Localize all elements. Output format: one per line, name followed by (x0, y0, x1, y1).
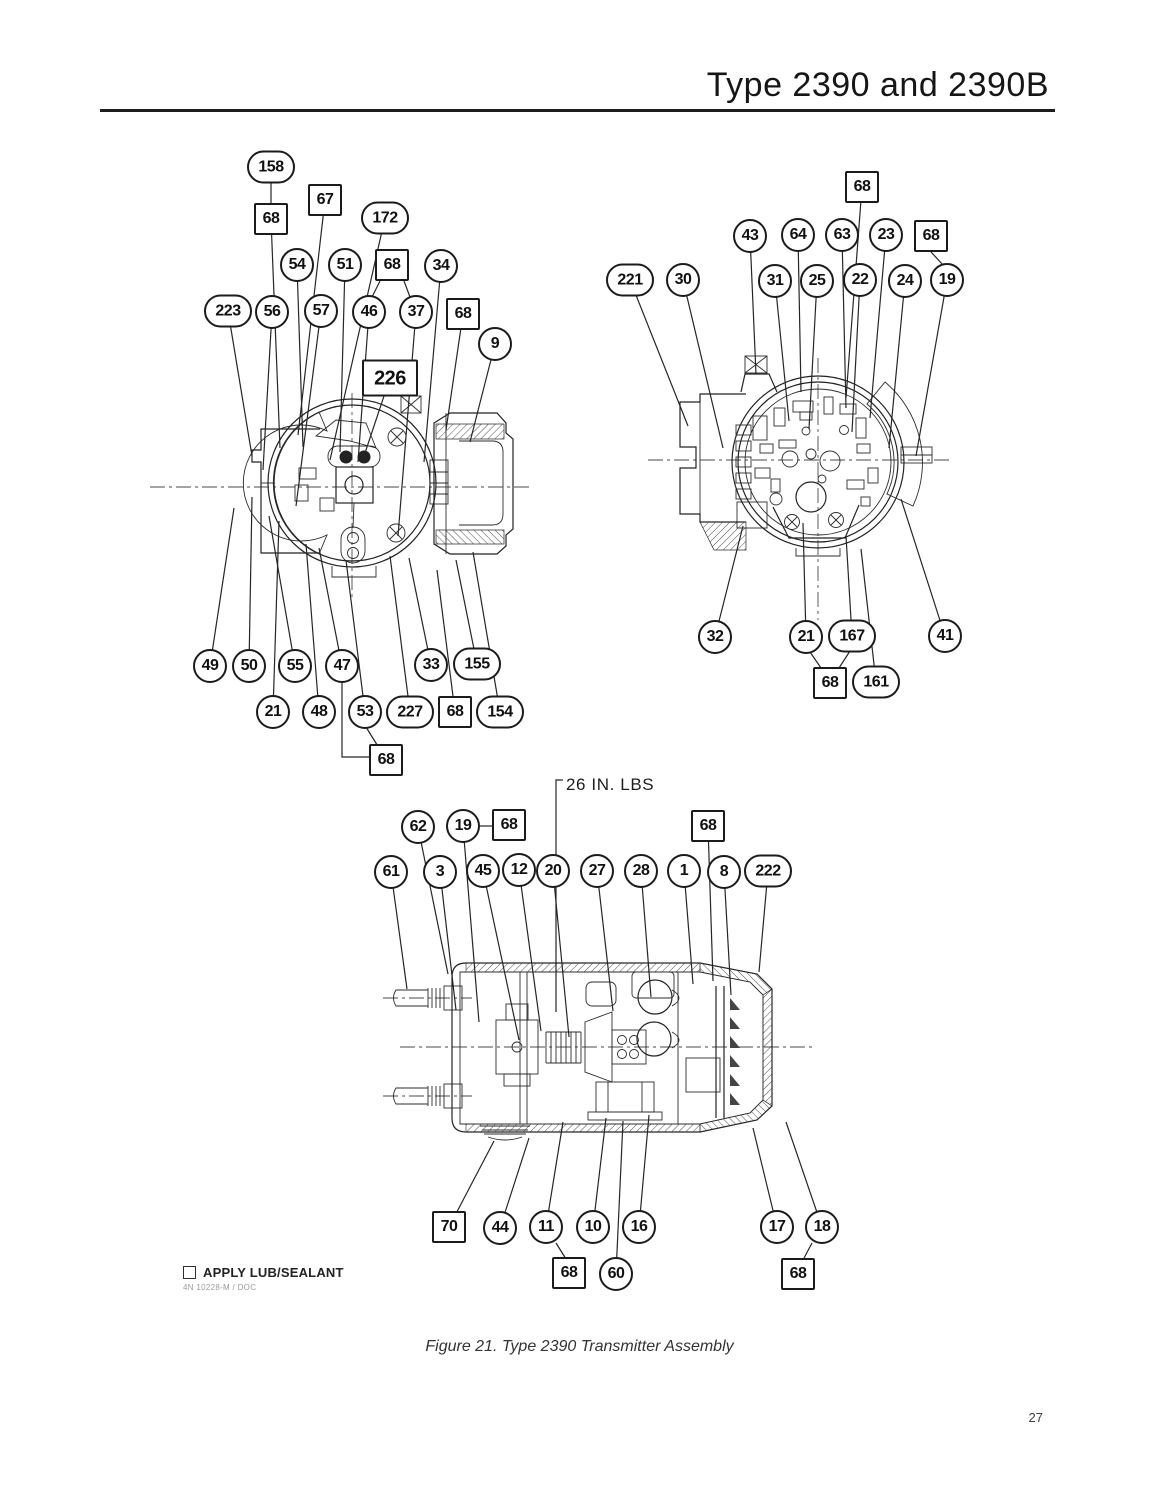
callout-223: 223 (204, 294, 252, 328)
callout-155: 155 (453, 647, 501, 681)
callout-54: 54 (280, 248, 314, 282)
callout-20: 20 (536, 854, 570, 888)
legend-doc-ref: 4N 10228-M / DOC (183, 1283, 257, 1292)
callout-28: 28 (624, 854, 658, 888)
callout-227: 227 (386, 695, 434, 729)
callout-68: 68 (492, 809, 526, 841)
callout-24: 24 (888, 264, 922, 298)
callout-21: 21 (789, 620, 823, 654)
callout-68: 68 (845, 171, 879, 203)
callout-50: 50 (232, 649, 266, 683)
callout-68: 68 (914, 220, 948, 252)
bolt-lower (393, 1083, 463, 1109)
callout-43: 43 (733, 219, 767, 253)
callout-9: 9 (478, 327, 512, 361)
callout-8: 8 (707, 855, 741, 889)
callout-68: 68 (813, 667, 847, 699)
callout-18: 18 (805, 1210, 839, 1244)
callout-31: 31 (758, 264, 792, 298)
right-assembly-drawing (648, 355, 952, 620)
callout-60: 60 (599, 1257, 633, 1291)
callout-68: 68 (369, 744, 403, 776)
callout-3: 3 (423, 855, 457, 889)
callout-33: 33 (414, 648, 448, 682)
callout-68: 68 (781, 1258, 815, 1290)
callout-32: 32 (698, 620, 732, 654)
torque-note: 26 IN. LBS (566, 775, 655, 794)
callout-45: 45 (466, 854, 500, 888)
callout-37: 37 (399, 295, 433, 329)
left-assembly-drawing (150, 393, 530, 600)
callout-19: 19 (930, 263, 964, 297)
callout-158: 158 (247, 150, 295, 184)
callout-10: 10 (576, 1210, 610, 1244)
callout-57: 57 (304, 294, 338, 328)
callout-11: 11 (529, 1210, 563, 1244)
callout-167: 167 (828, 619, 876, 653)
callout-53: 53 (348, 695, 382, 729)
callout-67: 67 (308, 184, 342, 216)
callout-68: 68 (552, 1257, 586, 1289)
callout-48: 48 (302, 695, 336, 729)
callout-51: 51 (328, 248, 362, 282)
callout-17: 17 (760, 1210, 794, 1244)
page-number: 27 (1028, 1410, 1043, 1425)
legend-label: APPLY LUB/SEALANT (203, 1265, 344, 1280)
callout-68: 68 (691, 810, 725, 842)
callout-21: 21 (256, 695, 290, 729)
callout-46: 46 (352, 295, 386, 329)
callout-61: 61 (374, 855, 408, 889)
callout-62: 62 (401, 810, 435, 844)
callout-23: 23 (869, 218, 903, 252)
legend: APPLY LUB/SEALANT 4N 10228-M / DOC (183, 1265, 344, 1292)
callout-44: 44 (483, 1211, 517, 1245)
callout-34: 34 (424, 249, 458, 283)
callout-161: 161 (852, 665, 900, 699)
callout-222: 222 (744, 854, 792, 888)
callout-27: 27 (580, 854, 614, 888)
callout-56: 56 (255, 295, 289, 329)
callout-63: 63 (825, 218, 859, 252)
callout-64: 64 (781, 218, 815, 252)
leader-lines (209, 167, 948, 1275)
callout-41: 41 (928, 619, 962, 653)
callout-22: 22 (843, 263, 877, 297)
callout-16: 16 (622, 1210, 656, 1244)
callout-154: 154 (476, 695, 524, 729)
callout-68: 68 (438, 696, 472, 728)
callout-1: 1 (667, 854, 701, 888)
callout-68: 68 (254, 203, 288, 235)
callout-172: 172 (361, 201, 409, 235)
bottom-assembly-drawing (383, 962, 815, 1141)
callout-221: 221 (606, 263, 654, 297)
bolt-upper (393, 985, 463, 1011)
callout-25: 25 (800, 264, 834, 298)
callout-49: 49 (193, 649, 227, 683)
callout-55: 55 (278, 649, 312, 683)
title-rule (100, 109, 1055, 112)
callout-226: 226 (362, 359, 418, 397)
callout-68: 68 (375, 249, 409, 281)
callout-68: 68 (446, 298, 480, 330)
figure-caption: Figure 21. Type 2390 Transmitter Assembl… (425, 1338, 734, 1355)
legend-checkbox-icon (183, 1266, 196, 1279)
page-title: Type 2390 and 2390B (706, 66, 1049, 104)
callout-70: 70 (432, 1211, 466, 1243)
callout-19: 19 (446, 809, 480, 843)
callout-47: 47 (325, 649, 359, 683)
callout-30: 30 (666, 263, 700, 297)
callout-12: 12 (502, 853, 536, 887)
